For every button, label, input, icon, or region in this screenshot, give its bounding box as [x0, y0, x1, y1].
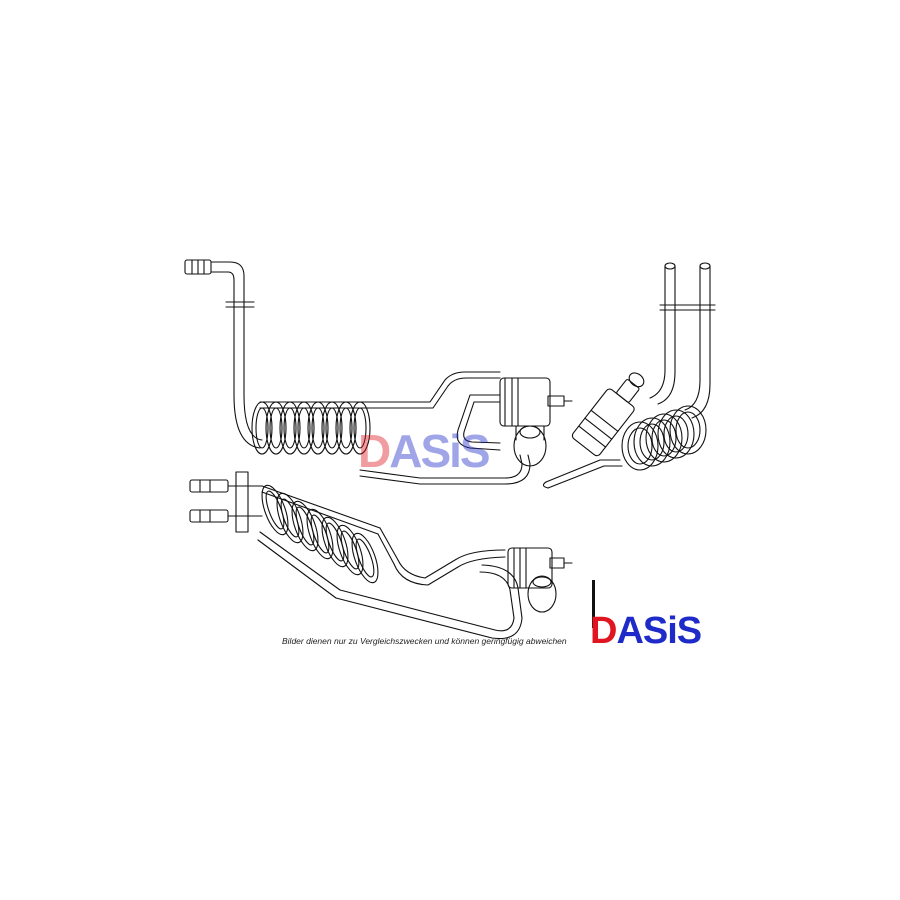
logo-bar [592, 580, 595, 628]
disclaimer-caption: Bilder dienen nur zu Vergleichszwecken u… [282, 636, 567, 646]
logo-wordmark: DASiS [590, 610, 702, 652]
hose-assembly-right [542, 262, 716, 489]
hose-assembly-top-left [184, 259, 573, 485]
watermark: DASiS [358, 425, 491, 477]
brand-logo: DASiS [590, 578, 730, 652]
hose-assembly-bottom [189, 471, 573, 640]
